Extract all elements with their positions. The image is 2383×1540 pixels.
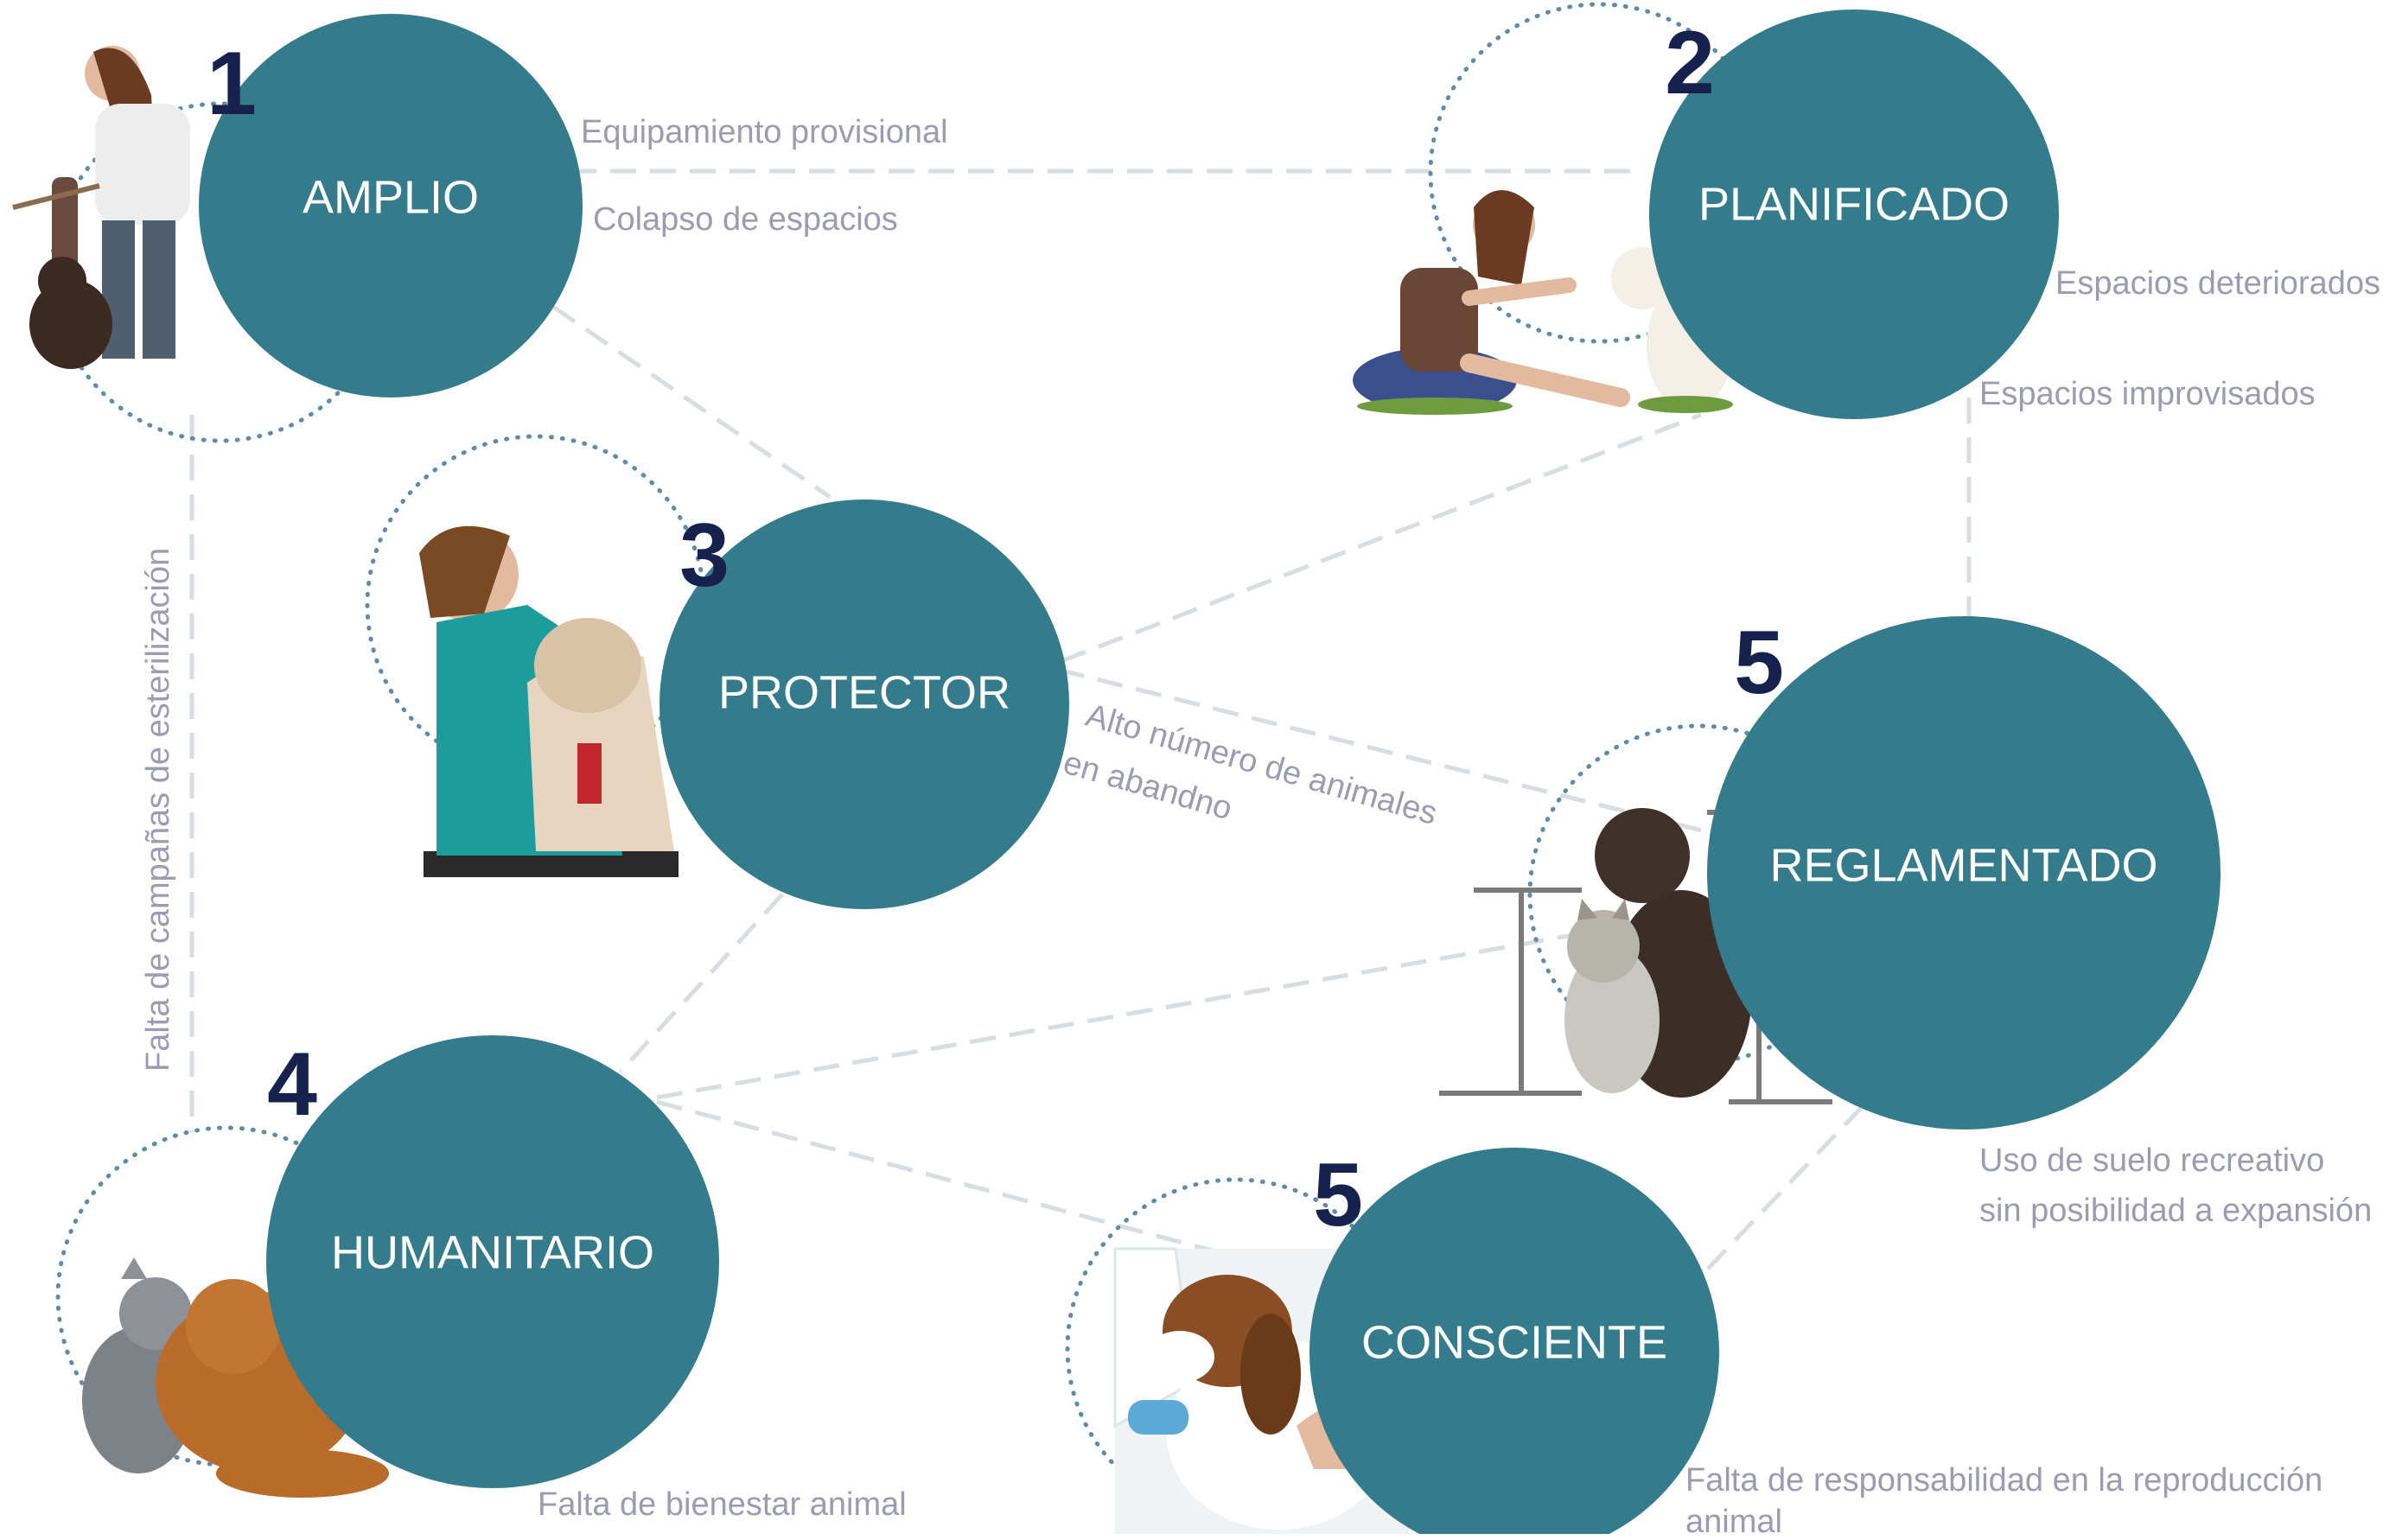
node-label-consciente: CONSCIENTE bbox=[1361, 1316, 1667, 1368]
photo-girl-walking-dog bbox=[12, 46, 190, 369]
connector-protector-planificado bbox=[1061, 412, 1702, 664]
node-reglamentado[interactable]: REGLAMENTADO 5 bbox=[1707, 613, 2221, 1130]
node-number-amplio: 1 bbox=[207, 34, 257, 134]
node-label-humanitario: HUMANITARIO bbox=[331, 1226, 654, 1278]
connector-protector-humanitario bbox=[619, 893, 784, 1073]
connector-lines bbox=[189, 169, 1972, 1285]
issue-esterilizacion: Falta de campañas de esterilización bbox=[140, 548, 176, 1072]
node-circle-reglamentado bbox=[1707, 616, 2221, 1130]
node-circle-amplio bbox=[199, 14, 583, 398]
photo-vet-with-french-bulldog bbox=[419, 525, 679, 877]
node-label-amplio: AMPLIO bbox=[303, 171, 479, 223]
node-number-protector: 3 bbox=[679, 506, 730, 606]
node-protector[interactable]: PROTECTOR 3 bbox=[659, 500, 1069, 909]
issue-bienestar: Falta de bienestar animal bbox=[538, 1486, 907, 1523]
node-circle-consciente bbox=[1309, 1148, 1719, 1534]
issue-improvisados: Espacios improvisados bbox=[1979, 376, 2316, 412]
issue-deteriorados: Espacios deteriorados bbox=[2055, 265, 2380, 302]
node-label-planificado: PLANIFICADO bbox=[1698, 178, 2010, 230]
connector-reglamentado-consciente bbox=[1692, 1104, 1864, 1285]
issue-suelo-line2: sin posibilidad a expansión bbox=[1979, 1193, 2372, 1229]
issue-suelo-line1: Uso de suelo recreativo bbox=[1979, 1142, 2324, 1179]
node-consciente[interactable]: CONSCIENTE 5 bbox=[1309, 1145, 1719, 1534]
node-number-planificado: 2 bbox=[1665, 13, 1715, 113]
node-humanitario[interactable]: HUMANITARIO 4 bbox=[266, 1034, 719, 1488]
node-amplio[interactable]: AMPLIO 1 bbox=[199, 14, 583, 398]
node-number-humanitario: 4 bbox=[267, 1034, 317, 1135]
issue-colapso: Colapso de espacios bbox=[593, 201, 898, 238]
connector-amplio-protector bbox=[551, 304, 832, 500]
node-number-reglamentado: 5 bbox=[1734, 613, 1784, 713]
node-number-consciente: 5 bbox=[1313, 1145, 1363, 1245]
connector-protector-reglamentado bbox=[1058, 667, 1717, 837]
node-planificado[interactable]: PLANIFICADO 2 bbox=[1649, 10, 2059, 419]
connector-humanitario-reglamentado bbox=[656, 926, 1609, 1100]
node-label-reglamentado: REGLAMENTADO bbox=[1769, 839, 2157, 891]
issue-equipamiento: Equipamiento provisional bbox=[581, 114, 948, 150]
issue-responsabilidad-line1: Falta de responsabilidad en la reproducc… bbox=[1685, 1462, 2322, 1499]
node-label-protector: PROTECTOR bbox=[718, 666, 1010, 718]
issue-abandono: Alto número de animales en abandno bbox=[1060, 697, 1442, 832]
node-circle-protector bbox=[659, 500, 1069, 909]
issue-responsabilidad-line2-box: animal bbox=[1685, 1504, 1782, 1540]
node-circle-humanitario bbox=[266, 1035, 719, 1488]
node-circle-planificado bbox=[1649, 10, 2059, 419]
